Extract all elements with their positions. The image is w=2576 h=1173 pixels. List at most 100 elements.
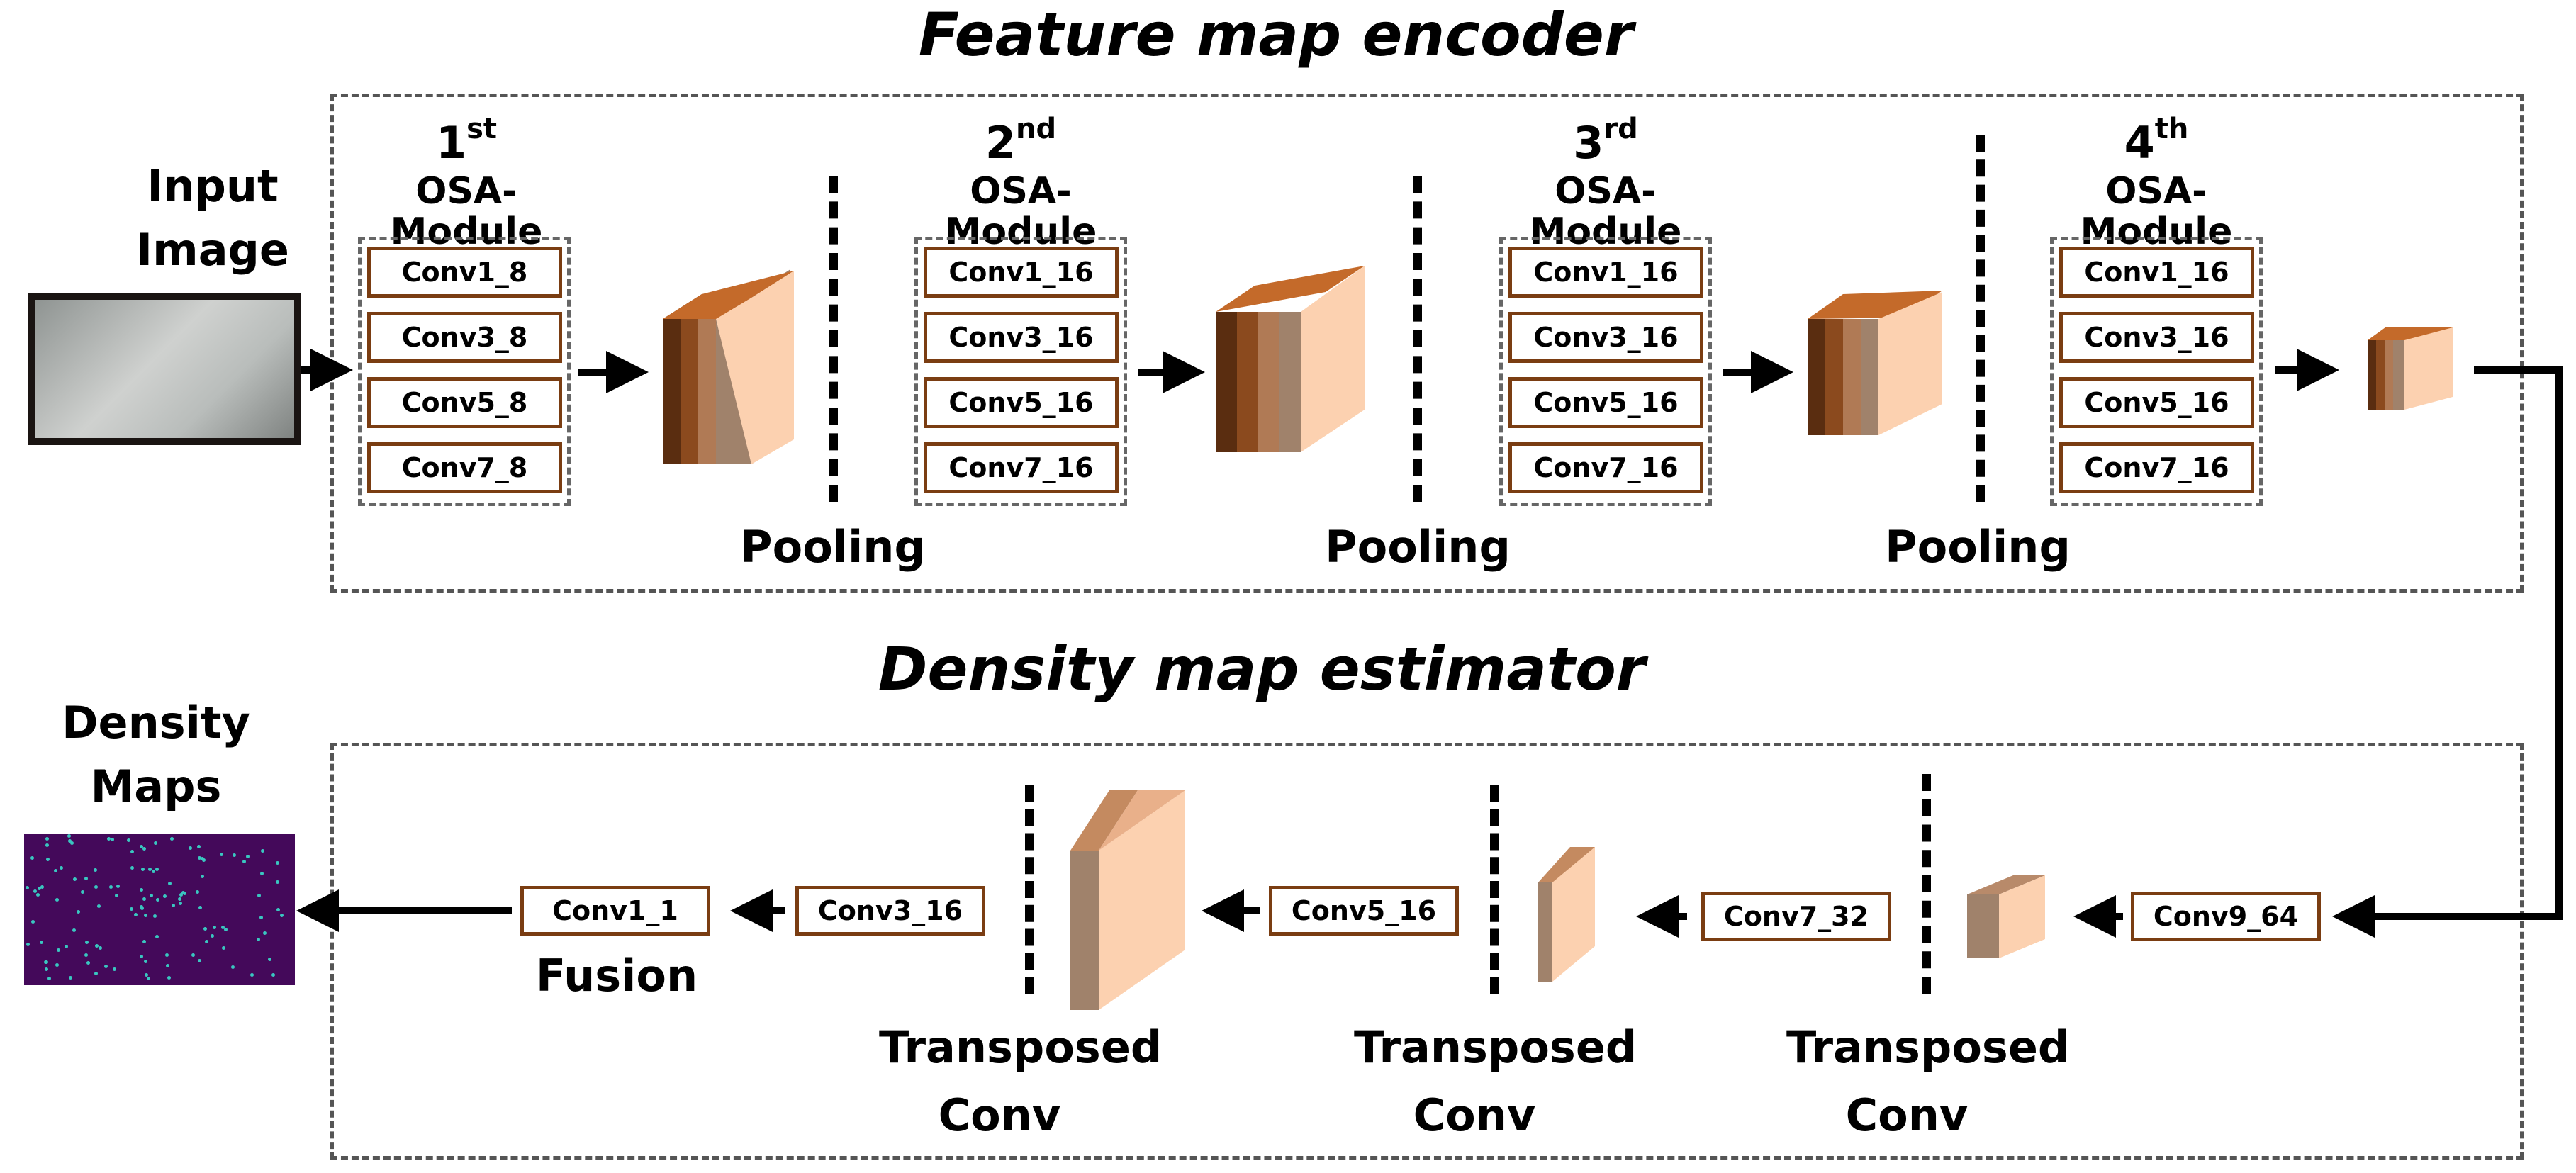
density-point	[67, 834, 71, 838]
density-point	[141, 868, 145, 871]
module-4-conv-2: Conv3_16	[2059, 312, 2254, 363]
fusion-label: Fusion	[535, 950, 698, 1001]
density-point	[144, 960, 147, 963]
density-point	[36, 893, 40, 897]
density-point	[179, 902, 182, 905]
density-point	[40, 941, 43, 944]
density-point	[144, 914, 147, 917]
density-point	[30, 856, 34, 860]
module-1-title: 1st OSA-Module	[349, 113, 583, 254]
density-point	[201, 875, 204, 878]
transposed-label-3: Transposed Conv	[879, 1014, 1162, 1150]
transposed-2-line1: Transposed	[1354, 1021, 1637, 1073]
module-3-conv-1: Conv1_16	[1508, 247, 1703, 298]
density-point	[191, 953, 195, 957]
density-point	[202, 858, 206, 862]
density-point	[276, 861, 279, 865]
module-2-conv-4: Conv7_16	[924, 442, 1119, 493]
input-image	[28, 293, 301, 445]
density-point	[181, 891, 185, 894]
module-2-conv-2: Conv3_16	[924, 312, 1119, 363]
density-point	[178, 897, 181, 901]
density-point	[73, 877, 77, 881]
transposed-3-line1: Transposed	[879, 1021, 1163, 1073]
density-point	[94, 972, 98, 975]
module-1-suffix: st	[466, 113, 498, 145]
transposed-1-line2: Conv	[1845, 1089, 1969, 1142]
transposed-divider-2	[1490, 785, 1499, 994]
transposed-3-line2: Conv	[938, 1089, 1061, 1142]
density-point	[276, 880, 279, 884]
density-point	[111, 838, 114, 841]
density-point	[45, 837, 49, 841]
module-4-conv-4: Conv7_16	[2059, 442, 2254, 493]
density-point	[57, 948, 60, 952]
module-1-ordinal: 1	[435, 117, 467, 169]
module-1-conv-1: Conv1_8	[367, 247, 562, 298]
density-point	[198, 906, 202, 909]
density-point	[127, 838, 130, 842]
decoder-conv1-1: Conv1_1	[520, 886, 710, 936]
density-point	[260, 872, 264, 875]
osa-module-1	[358, 237, 571, 506]
density-point	[163, 894, 167, 898]
density-point	[242, 860, 246, 863]
density-maps-label: Density Maps	[50, 691, 262, 819]
module-2-conv-1: Conv1_16	[924, 247, 1119, 298]
transposed-label-2: Transposed Conv	[1354, 1014, 1637, 1150]
module-2-conv-3: Conv5_16	[924, 377, 1119, 428]
transposed-divider-1	[1922, 774, 1931, 994]
density-point	[142, 897, 146, 901]
encoder-title: Feature map encoder	[918, 0, 1634, 69]
module-3-conv-2: Conv3_16	[1508, 312, 1703, 363]
module-3-suffix: rd	[1603, 113, 1638, 145]
density-label-line1: Density	[62, 697, 250, 748]
density-point	[148, 868, 152, 871]
density-point	[84, 877, 88, 880]
density-point	[152, 870, 155, 873]
density-point	[113, 967, 116, 971]
density-point	[213, 926, 216, 929]
feature-map-3	[1808, 291, 1942, 435]
density-point	[65, 945, 68, 948]
density-point	[155, 935, 159, 938]
density-point	[77, 910, 80, 914]
decoder-conv7-32: Conv7_32	[1701, 892, 1891, 941]
module-3-conv-4: Conv7_16	[1508, 442, 1703, 493]
input-label-line2: Image	[136, 223, 289, 276]
density-point	[116, 885, 120, 888]
density-point	[221, 926, 225, 929]
density-point	[45, 967, 48, 971]
density-point	[231, 965, 235, 969]
density-point	[250, 973, 254, 977]
transposed-1-line1: Transposed	[1786, 1021, 2070, 1073]
upsampled-map-1	[1967, 875, 2045, 958]
osa-module-3	[1499, 237, 1712, 506]
module-1-name: OSA-Module	[390, 170, 543, 254]
density-point	[140, 888, 143, 892]
density-point	[99, 946, 102, 950]
density-point	[55, 898, 59, 902]
module-2-title: 2nd OSA-Module	[904, 113, 1138, 253]
density-point	[104, 965, 108, 968]
pooling-label-3: Pooling	[1885, 521, 2071, 573]
density-point	[233, 853, 236, 857]
density-point	[40, 885, 44, 889]
module-2-suffix: nd	[1016, 113, 1057, 145]
density-point	[68, 839, 72, 843]
module-1-conv-2: Conv3_8	[367, 312, 562, 363]
feature-map-4	[2368, 327, 2453, 410]
density-point	[153, 914, 157, 918]
density-point	[94, 885, 98, 889]
density-point	[130, 866, 134, 870]
density-point	[95, 944, 99, 948]
feature-map-1	[663, 269, 794, 464]
decoder-conv3-16: Conv3_16	[795, 886, 985, 936]
density-point	[130, 907, 133, 911]
density-point	[150, 894, 153, 897]
density-point	[166, 964, 169, 967]
upsampled-map-3	[1070, 790, 1185, 1010]
density-point	[271, 973, 275, 977]
density-point	[196, 890, 199, 894]
